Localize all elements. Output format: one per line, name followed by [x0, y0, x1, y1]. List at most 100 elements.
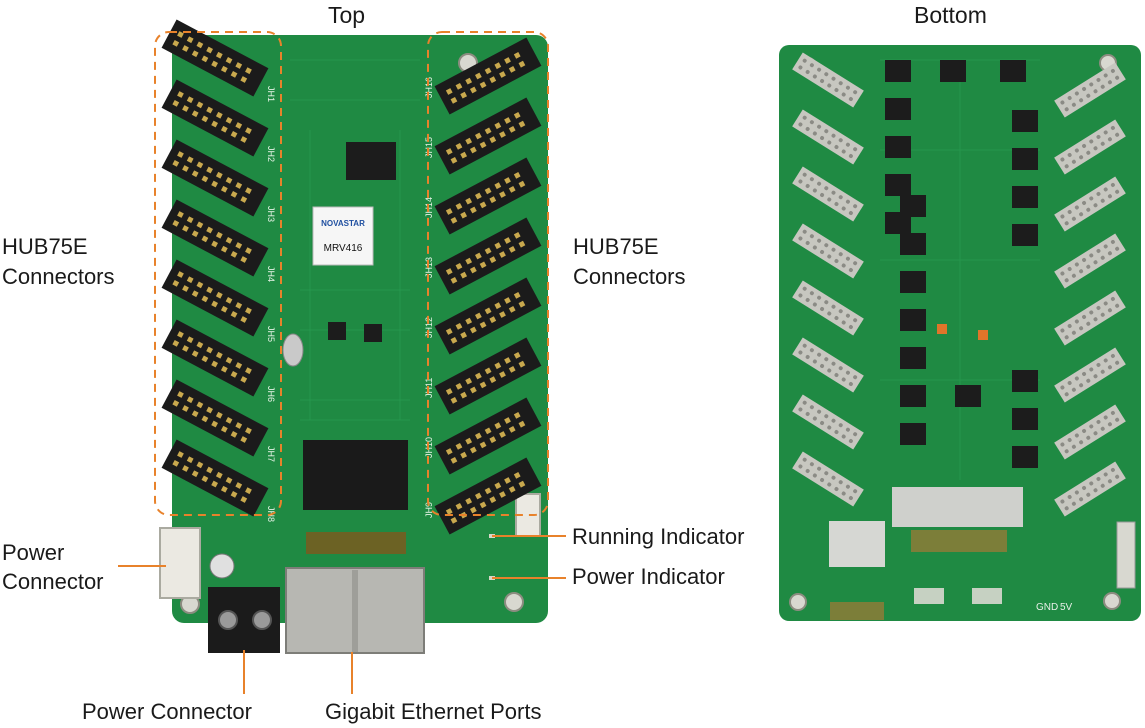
power-connector-top[interactable]	[159, 527, 201, 599]
bottom-pin-array	[792, 52, 864, 108]
bottom-ic-chip	[1012, 110, 1038, 132]
bottom-ic-chip	[1012, 224, 1038, 246]
hub75e-connector	[434, 97, 542, 175]
hub-left-callout-line1: HUB75E	[2, 234, 88, 259]
ram-chip	[303, 440, 408, 510]
power-connector-left-callout-line1: Power	[2, 540, 65, 565]
bottom-ic-chip	[900, 271, 926, 293]
connector-silk-label: JH15	[424, 137, 434, 158]
running-indicator-callout: Running Indicator	[572, 524, 745, 549]
bottom-ic-chip	[900, 309, 926, 331]
hub75e-connector	[161, 439, 269, 517]
bottom-ic-chip	[885, 60, 911, 82]
bottom-pin-row	[914, 588, 944, 604]
power-indicator-callout: Power Indicator	[572, 564, 725, 589]
mount-hole	[1103, 592, 1121, 610]
bottom-ic-chips	[885, 60, 1038, 468]
bottom-power-pins	[1116, 521, 1136, 589]
connector-silk-label: JH1	[266, 86, 276, 102]
bottom-pin-array	[792, 394, 864, 450]
mount-hole	[504, 592, 524, 612]
small-chip	[328, 322, 346, 340]
ethernet-block	[285, 567, 425, 654]
bottom-pin-row	[972, 588, 1002, 604]
pin-header	[306, 532, 406, 554]
left-hub75e-connectors	[161, 19, 269, 517]
bottom-pin-array	[792, 166, 864, 222]
bottom-ic-chip	[955, 385, 981, 407]
bottom-pad	[978, 330, 988, 340]
power-connector-left-callout-line2: Connector	[2, 569, 104, 594]
bottom-ic-chip	[885, 174, 911, 196]
bottom-ic-chip	[1000, 60, 1026, 82]
hub75e-connector	[161, 19, 269, 97]
bottom-pin-array	[792, 451, 864, 507]
hub75e-connector	[434, 277, 542, 355]
bottom-ic-chip	[1012, 370, 1038, 392]
bottom-ic-chip	[885, 136, 911, 158]
top-board-title: Top	[328, 2, 366, 28]
ethernet-port-divider	[352, 570, 358, 652]
bottom-pin-array	[792, 337, 864, 393]
hub75e-connector	[434, 157, 542, 235]
bottom-ic-chip	[1012, 186, 1038, 208]
bottom-ic-chip	[900, 347, 926, 369]
bottom-pin-array	[792, 280, 864, 336]
bottom-ic-chip	[900, 385, 926, 407]
right-connectors-dashed-box	[427, 31, 549, 516]
chip-brand: NOVASTAR	[321, 219, 365, 228]
bottom-right-pin-arrays	[1054, 62, 1126, 517]
bottom-board: GND 5V	[779, 45, 1141, 621]
hub-right-callout-line2: Connectors	[573, 264, 686, 289]
hub75e-connector	[161, 379, 269, 457]
bottom-pin-array	[1054, 290, 1126, 346]
hub75e-connector	[434, 337, 542, 415]
connector-silk-label: JH2	[266, 146, 276, 162]
small-chip	[364, 324, 382, 342]
bottom-pin-array	[1054, 461, 1126, 517]
connector-silk-label: JH12	[424, 317, 434, 338]
bottom-ic-chip	[940, 60, 966, 82]
hub75e-connector	[161, 259, 269, 337]
bottom-pin-array	[1054, 347, 1126, 403]
bottom-pin-row	[911, 530, 1007, 552]
connector-silk-label: JH4	[266, 266, 276, 282]
connector-silk-label: JH9	[424, 502, 434, 518]
hub75e-connector	[434, 397, 542, 475]
bottom-ic-chip	[885, 212, 911, 234]
capacitor	[209, 553, 235, 579]
bottom-label-area	[829, 521, 885, 567]
hub75e-connector	[161, 199, 269, 277]
bottom-left-pin-arrays	[792, 52, 864, 507]
terminal-screw	[218, 610, 238, 630]
bottom-pad	[937, 324, 947, 334]
hub75e-connector	[434, 217, 542, 295]
bottom-pin-array	[792, 223, 864, 279]
bottom-board-title: Bottom	[914, 2, 987, 28]
bottom-label-area	[892, 487, 1023, 527]
bottom-pin-row	[830, 602, 884, 620]
ethernet-ports-callout: Gigabit Ethernet Ports	[325, 699, 542, 724]
callout-lines	[118, 535, 566, 694]
bottom-ic-chip	[1012, 446, 1038, 468]
bottom-pin-array	[1054, 176, 1126, 232]
connector-silk-label: JH16	[424, 77, 434, 98]
bottom-ic-chip	[900, 233, 926, 255]
top-board-pcb	[172, 35, 548, 623]
bottom-pin-array	[1054, 404, 1126, 460]
right-hub75e-connectors	[434, 37, 542, 535]
bottom-pin-array	[792, 109, 864, 165]
bottom-ic-chip	[1012, 408, 1038, 430]
hub-right-callout-line1: HUB75E	[573, 234, 659, 259]
hub75e-connector	[161, 319, 269, 397]
hub-left-callout-line2: Connectors	[2, 264, 115, 289]
bottom-pin-array	[1054, 62, 1126, 118]
bottom-pin-array	[1054, 233, 1126, 289]
main-chip	[346, 142, 396, 180]
bottom-ic-chip	[885, 98, 911, 120]
connector-silk-label: JH6	[266, 386, 276, 402]
top-board-traces	[290, 59, 420, 421]
hub75e-connector	[161, 79, 269, 157]
left-connectors-dashed-box	[154, 31, 282, 516]
